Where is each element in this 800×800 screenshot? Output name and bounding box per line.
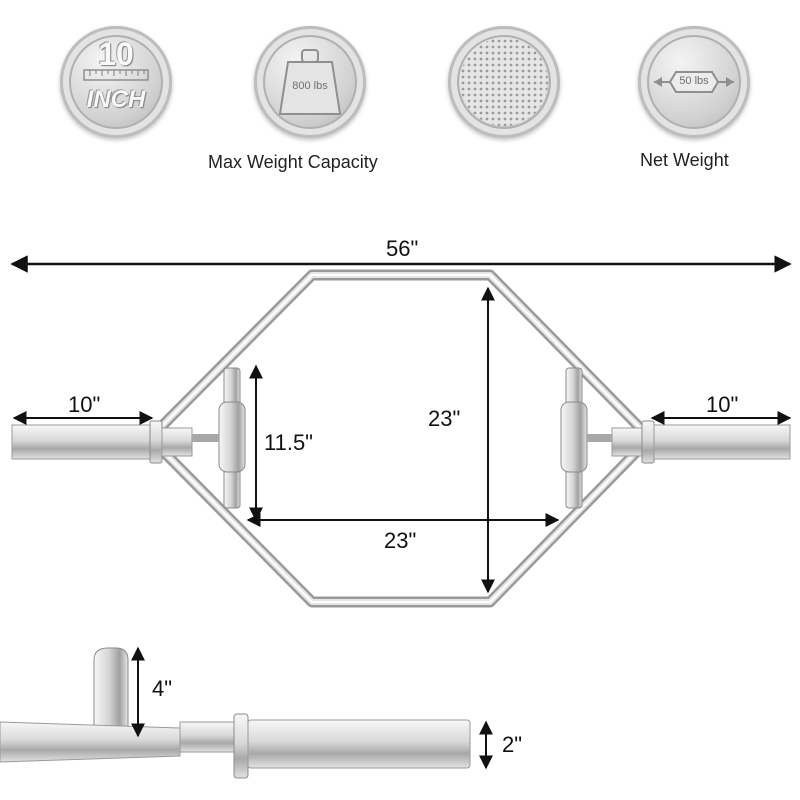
net-weight-caption: Net Weight [640,150,729,170]
left-sleeve [11,420,193,464]
net-weight-plate-text: 50 lbs [679,75,709,87]
ruler-icon [83,69,149,81]
right-sleeve-label: 10" [706,392,739,417]
plate-arrow-icon [654,71,734,93]
right-handle [560,367,612,509]
sleeve-diameter-label: 2" [502,732,523,757]
handle-rise-label: 4" [152,676,173,701]
left-sleeve-label: 10" [68,392,101,417]
detail-view [0,647,471,779]
length-badge: 10 INCH [60,26,172,138]
capacity-plate-text: 800 lbs [292,80,328,92]
right-sleeve [611,420,791,464]
net-weight-badge: 50 lbs [638,26,750,138]
texture-badge [448,26,560,138]
overall-length-label: 56" [386,236,419,261]
capacity-caption: Max Weight Capacity [208,152,378,172]
left-handle [192,367,246,509]
capacity-badge: 800 lbs [254,26,366,138]
knurling-texture-icon [460,38,548,126]
inner-width-label: 23" [384,528,417,553]
length-badge-number: 10 [98,36,134,72]
length-badge-unit: INCH [86,86,146,113]
weight-icon [278,49,342,115]
handle-height-label: 11.5" [264,430,313,455]
inner-height-label: 23" [428,406,461,431]
